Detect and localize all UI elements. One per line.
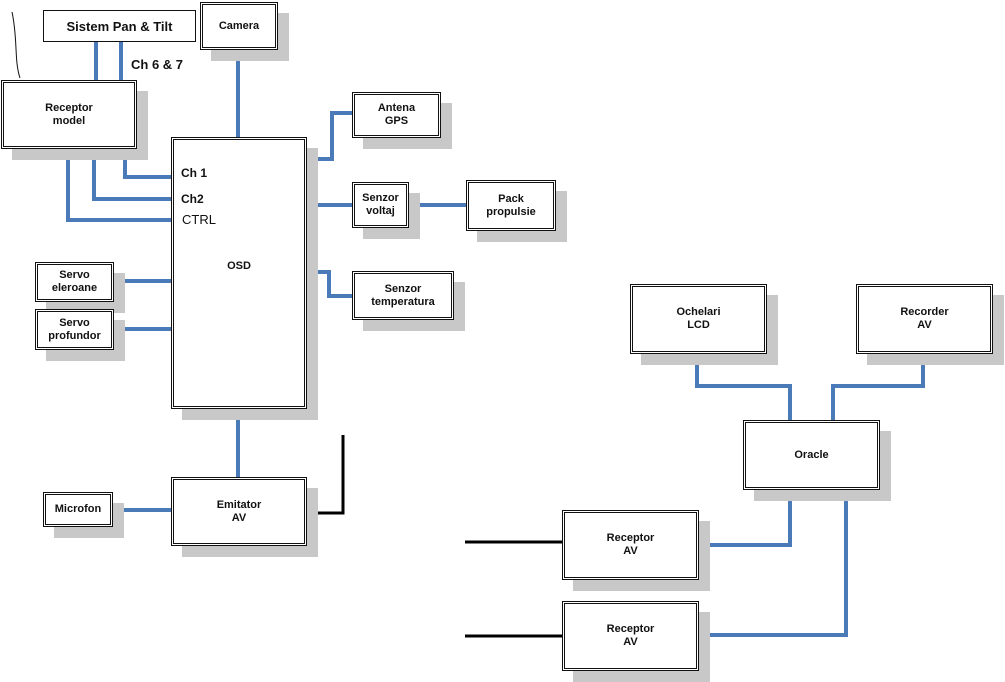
- osd-port-ch2: Ch2: [181, 192, 204, 206]
- ch67-label: Ch 6 & 7: [131, 57, 184, 72]
- camera-box: Camera: [200, 2, 278, 50]
- wire-recorder-oracle: [831, 354, 925, 420]
- senzor-voltaj-box: Senzor voltaj: [352, 182, 409, 228]
- servo-profundor-box: Servo profundor: [35, 309, 114, 350]
- wire-oracle-receptor2: [699, 490, 848, 637]
- wire-ochelari-oracle: [695, 354, 792, 420]
- servo-eleroane-box: Servo eleroane: [35, 262, 114, 302]
- antena-gps-box: Antena GPS: [352, 92, 441, 138]
- antenna-wire-receptor-model: [11, 11, 21, 79]
- wire-ch2: [92, 149, 171, 201]
- wire-temperatura: [307, 270, 352, 298]
- pack-propulsie-box: Pack propulsie: [466, 180, 556, 231]
- emitator-av-box: Emitator AV: [171, 477, 307, 546]
- wire-emitator-antenna: [307, 435, 345, 515]
- receptor-av-box-2: Receptor AV: [562, 601, 699, 671]
- microfon-box: Microfon: [43, 492, 113, 527]
- receptor-model-box: Receptor model: [1, 80, 137, 149]
- wire-ch1: [123, 149, 171, 179]
- pan-tilt-box: Sistem Pan & Tilt: [43, 10, 196, 42]
- wire-gps: [307, 111, 352, 161]
- receptor-av-box-1: Receptor AV: [562, 510, 699, 580]
- wire-ctrl: [66, 149, 171, 222]
- osd-title: OSD: [227, 260, 251, 272]
- osd-port-ctrl: CTRL: [182, 212, 216, 227]
- ochelari-lcd-box: Ochelari LCD: [630, 284, 767, 354]
- osd-port-ch1: Ch 1: [181, 166, 208, 180]
- recorder-av-box: Recorder AV: [856, 284, 993, 354]
- wire-oracle-receptor1: [699, 490, 792, 547]
- oracle-box: Oracle: [743, 420, 880, 490]
- senzor-temperatura-box: Senzor temperatura: [352, 271, 454, 320]
- osd-box: OSD: [171, 137, 307, 409]
